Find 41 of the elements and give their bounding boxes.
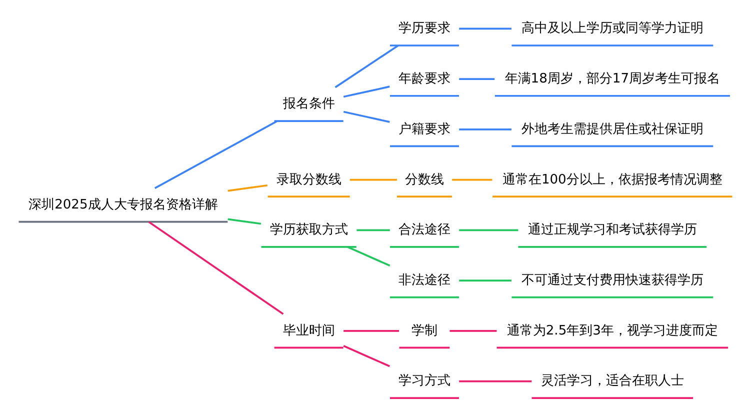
node-text: 外地考生需提供居住或社保证明 — [520, 122, 703, 137]
node-text: 年满18周岁，部分17周岁考生可报名 — [504, 72, 720, 87]
node-text: 通常为2.5年到3年，视学习进度而定 — [506, 323, 718, 338]
connector — [334, 44, 398, 88]
node-text: 灵活学习，适合在职人士 — [540, 374, 684, 389]
node-text: 非法途径 — [398, 273, 450, 288]
node-text: 学历要求 — [398, 21, 450, 36]
node-text: 年龄要求 — [398, 72, 450, 87]
connector — [458, 28, 511, 30]
node-text: 录取分数线 — [276, 172, 341, 188]
connector — [356, 229, 390, 232]
node-text: 报名条件 — [282, 96, 334, 112]
node-text: 户籍要求 — [398, 122, 450, 137]
node-text: 学制 — [410, 323, 437, 338]
connector — [449, 330, 496, 332]
connector — [452, 178, 492, 181]
node-text: 深圳2025成人大专报名资格详解 — [28, 197, 218, 212]
node-text: 学历获取方式 — [269, 222, 348, 238]
connector — [347, 246, 390, 266]
connector — [458, 128, 511, 130]
connector — [458, 380, 532, 382]
node-text: 通过正规学习和考试获得学历 — [527, 222, 696, 238]
node-text: 通常在100分以上，依据报考情况调整 — [502, 172, 722, 188]
connector — [458, 229, 518, 232]
connector — [342, 86, 390, 98]
node-text: 分数线 — [404, 172, 444, 188]
connector — [227, 184, 267, 192]
connector — [343, 330, 399, 332]
connector — [458, 78, 494, 80]
node-text: 毕业时间 — [282, 323, 334, 338]
connector — [227, 218, 261, 225]
connector — [148, 221, 284, 315]
connector — [342, 110, 390, 123]
node-text: 不可通过支付费用快速获得学历 — [520, 273, 703, 288]
connector — [154, 120, 277, 189]
node-text: 学习方式 — [398, 374, 450, 389]
node-text: 高中及以上学历或同等学力证明 — [520, 21, 703, 36]
node-text: 合法途径 — [398, 222, 450, 238]
connector — [458, 280, 511, 282]
connector — [349, 178, 396, 181]
connector — [342, 345, 390, 368]
